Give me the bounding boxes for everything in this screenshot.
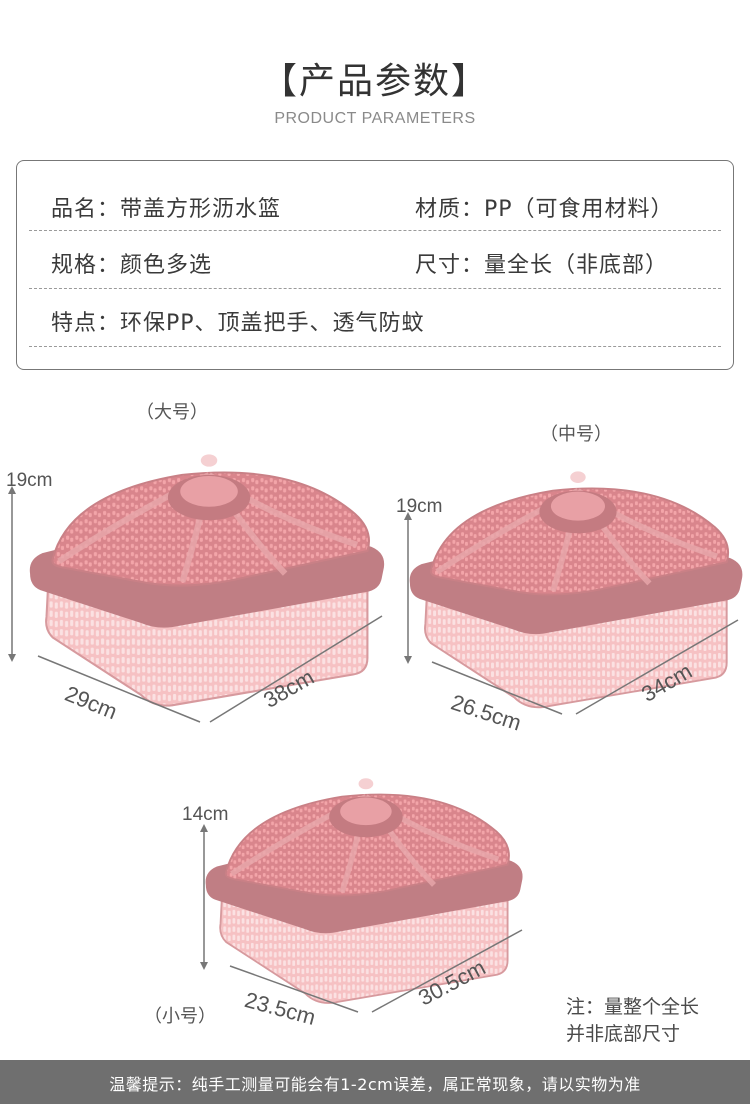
medium-dimension-lines <box>404 512 739 715</box>
param-spec: 规格：颜色多选 <box>51 253 213 278</box>
size-label-small: （小号） <box>144 1006 216 1027</box>
page-subtitle: PRODUCT PARAMETERS <box>274 110 476 127</box>
page-title: 【产品参数】 <box>260 61 489 102</box>
large-height-dimension: 19cm <box>6 470 53 491</box>
small-height-dimension: 14cm <box>182 804 229 825</box>
row-divider <box>29 230 721 231</box>
param-material: 材质：PP（可食用材料） <box>415 197 674 222</box>
large-dimension-lines <box>8 486 383 723</box>
size-label-large: （大号） <box>136 402 208 423</box>
parameter-table: 品名：带盖方形沥水篮 材质：PP（可食用材料） 规格：颜色多选 尺寸：量全长（非… <box>16 160 734 370</box>
param-feature: 特点：环保PP、顶盖把手、透气防蚊 <box>51 311 425 336</box>
param-row: 品名：带盖方形沥水篮 材质：PP（可食用材料） <box>17 173 733 231</box>
row-divider <box>29 346 721 347</box>
size-label-medium: （中号） <box>540 424 612 445</box>
footer-banner: 温馨提示：纯手工测量可能会有1-2cm误差，属正常现象，请以实物为准 <box>0 1060 750 1104</box>
small-dimension-lines <box>200 824 523 1013</box>
note-line-2: 并非底部尺寸 <box>566 1023 681 1045</box>
medium-height-dimension: 19cm <box>396 496 443 517</box>
row-divider <box>29 288 721 289</box>
param-row: 特点：环保PP、顶盖把手、透气防蚊 <box>17 289 733 347</box>
param-name: 品名：带盖方形沥水篮 <box>51 197 282 222</box>
footer-text: 温馨提示：纯手工测量可能会有1-2cm误差，属正常现象，请以实物为准 <box>109 1075 641 1094</box>
note-line-1: 注：量整个全长 <box>566 996 700 1018</box>
param-size: 尺寸：量全长（非底部） <box>415 253 669 278</box>
measurement-note: 注：量整个全长 并非底部尺寸 <box>566 994 699 1048</box>
param-row: 规格：颜色多选 尺寸：量全长（非底部） <box>17 231 733 289</box>
